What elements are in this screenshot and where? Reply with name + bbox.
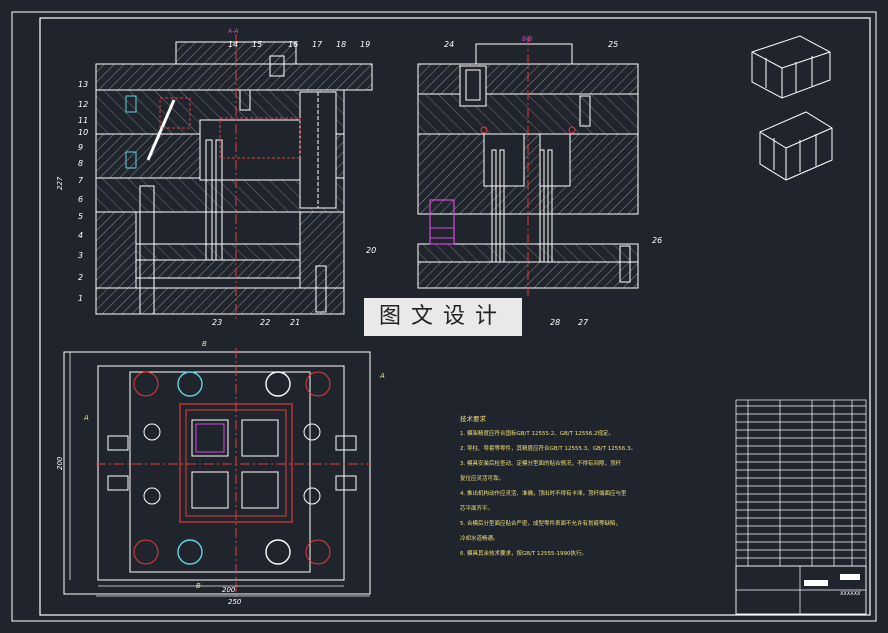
part-number-4: 4 [78,231,84,240]
part-number-17: 17 [312,40,323,49]
notes-line-7: 5. 合模后分型面应贴合严密，成型零件表面不允许有划痕等缺陷， [460,521,621,527]
plan-view [63,348,372,598]
notes-line-3: 3. 模具安装后检查动、定模分型面的贴合情况，不得有间隙，顶杆 [460,461,621,467]
part-number-27: 27 [578,318,589,327]
part-number-11: 11 [78,116,89,125]
part-number-3: 3 [78,251,84,260]
part-number-13: 13 [78,80,89,89]
section-label-a-a: A-A [228,28,239,35]
technical-notes: 技术要求 1. 模架精度应符合国标GB/T 12555.2、GB/T 12556… [460,412,660,562]
watermark: 图文设计 [364,298,522,336]
part-number-14: 14 [228,40,239,49]
part-number-6: 6 [78,195,84,204]
part-number-23: 23 [212,318,223,327]
part-number-22: 22 [260,318,271,327]
outer-border [11,11,877,622]
dimension-height: 227 [56,176,64,190]
dimension-width-outer: 250 [228,598,242,606]
dimension-width-inner: 200 [222,586,236,594]
section-label-b-b: B-B [522,36,533,43]
part-number-8: 8 [78,159,84,168]
view-marker-b-top: B [202,340,207,348]
part-number-19: 19 [360,40,371,49]
part-number-28: 28 [550,318,561,327]
section-view-a-a [95,34,373,320]
part-number-12: 12 [78,100,89,109]
part-number-20: 20 [366,246,377,255]
view-marker-b-bottom: B [196,582,201,590]
dimension-side: 200 [56,456,64,470]
notes-line-1: 1. 模架精度应符合国标GB/T 12555.2、GB/T 12556.2规定。 [460,431,614,437]
notes-line-9: 6. 模具其余技术要求，按GB/T 12555-1990执行。 [460,551,587,557]
view-marker-a-right: A [380,372,385,380]
isometric-views [751,35,833,181]
part-number-5: 5 [78,212,84,221]
notes-line-8: 冷却水道畅通。 [460,536,499,542]
part-number-24: 24 [444,40,455,49]
part-number-7: 7 [78,176,84,185]
part-number-25: 25 [608,40,619,49]
part-number-26: 26 [652,236,663,245]
part-number-10: 10 [78,128,89,137]
title-block [735,399,867,615]
part-number-18: 18 [336,40,347,49]
part-number-2: 2 [78,273,84,282]
notes-title: 技术要求 [460,415,486,423]
notes-line-5: 4. 推出机构动作应灵活、准确，顶出时不得有卡滞，顶杆端面应与型 [460,491,627,497]
section-view-b-b [417,36,639,296]
inner-border [39,17,871,616]
title-block-code: XXXXXX [840,591,861,597]
view-marker-a-left: A [84,414,89,422]
notes-line-6: 芯平面齐平。 [460,506,494,512]
notes-line-4: 复位应灵活可靠。 [460,476,505,482]
notes-line-2: 2. 导柱、导套等零件，其精度应符合GB/T 12555.3、GB/T 1255… [460,446,636,452]
part-number-15: 15 [252,40,263,49]
part-number-16: 16 [288,40,299,49]
part-number-1: 1 [78,294,84,303]
part-number-21: 21 [290,318,301,327]
part-number-9: 9 [78,143,84,152]
